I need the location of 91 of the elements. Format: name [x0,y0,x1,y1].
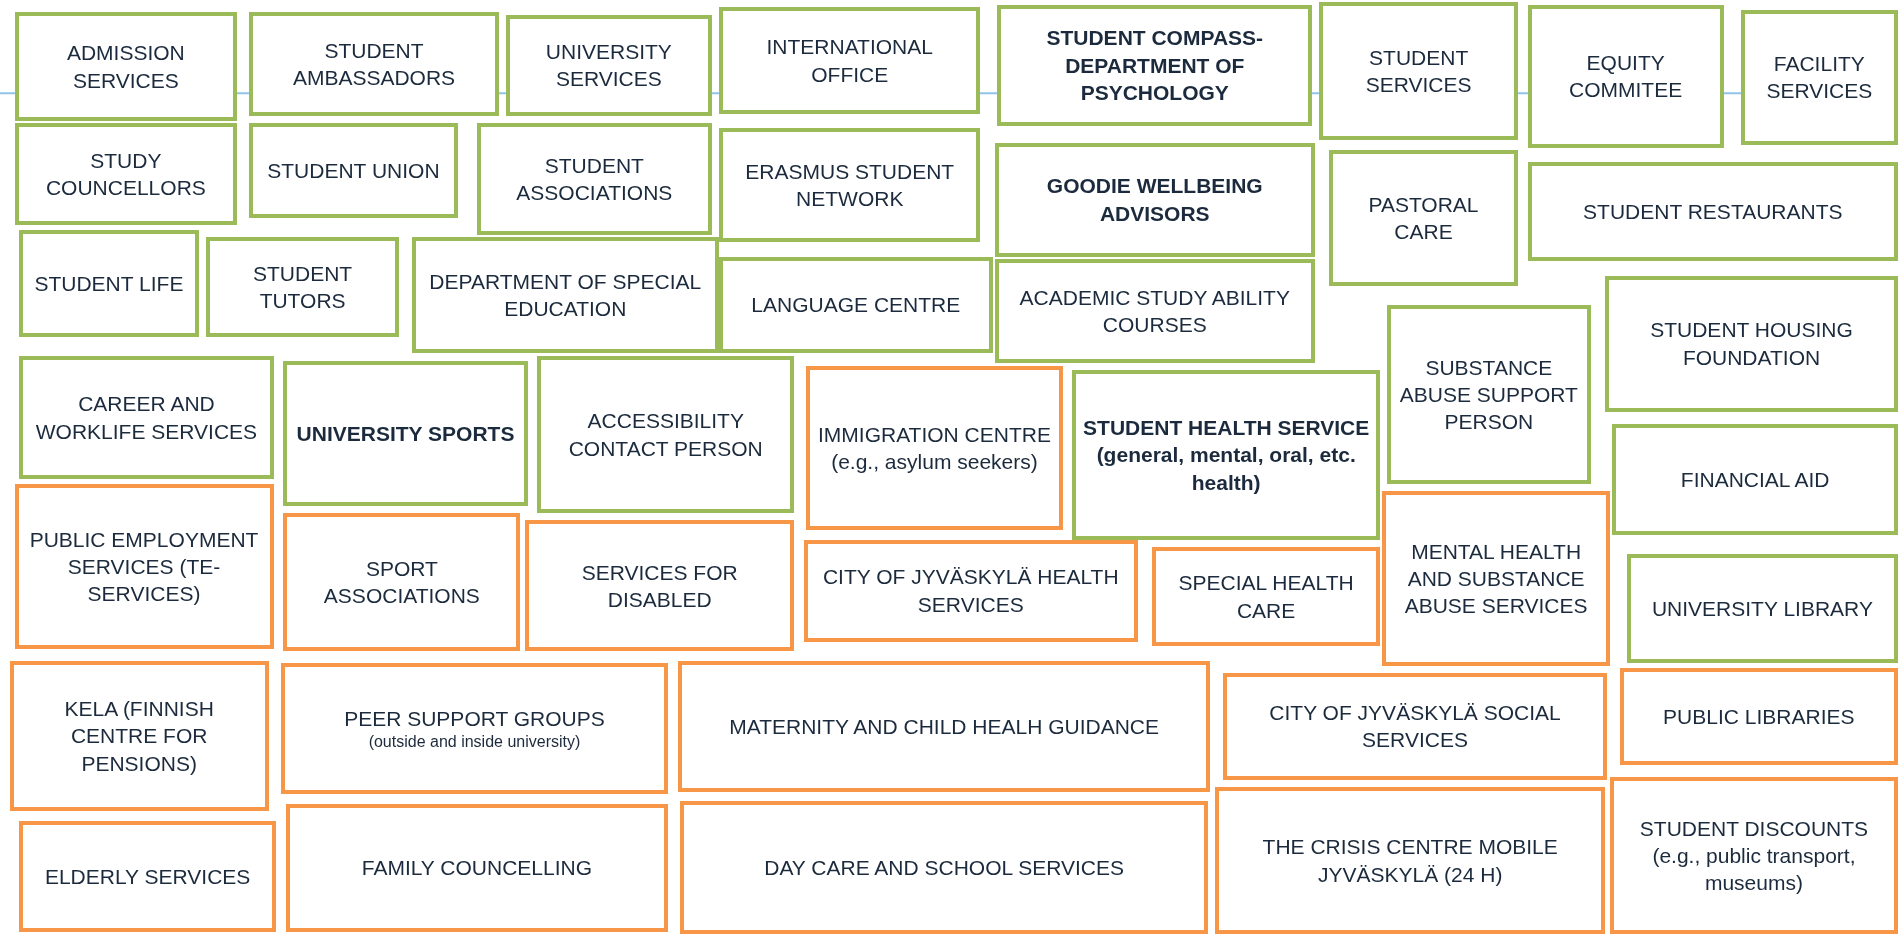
service-name: STUDENT COMPASS- DEPARTMENT OF PSYCHOLOGY [1045,25,1265,106]
service-name: STUDENT LIFE [34,270,184,297]
service-box [1619,668,1898,765]
service-box [1626,554,1898,664]
service-box [677,660,1211,792]
service-box [285,803,669,933]
service-name: STUDENT HEALTH SERVICE (general, mental, oral, etc. health) [1082,415,1370,496]
service-name: STUDENT AMBASSADORS [291,37,457,92]
service-box [280,663,669,795]
service-box [1329,150,1518,286]
service-name: KELA (FINNISH CENTRE FOR PENSIONS) [63,696,215,777]
service-name: EQUITY COMMITEE [1568,49,1684,104]
service-box [537,355,795,514]
service-box [1527,4,1724,148]
service-box [1612,423,1898,535]
service-name: PUBLIC EMPLOYMENT SERVICES (TE-SERVICES) [28,526,260,608]
service-name: IMMIGRATION CENTRE (e.g., asylum seekers) [817,421,1052,475]
service-box [995,142,1315,257]
service-box [283,513,521,652]
service-name: FAMILY COUNCELLING [361,855,593,882]
service-name: MATERNITY AND CHILD HEALH GUIDANCE [729,713,1160,740]
service-name: LANGUAGE CENTRE [751,292,961,319]
service-name: STUDY COUNCELLORS [44,148,207,202]
service-name: SPORT ASSOCIATIONS [322,555,481,610]
service-box [719,256,993,354]
service-name: ADMISSION SERVICES [65,40,186,94]
service-name: ERASMUS STUDENT NETWORK [744,158,956,213]
service-box [1387,305,1591,485]
service-name: MENTAL HEALTH AND SUBSTANCE ABUSE SERVICES [1403,538,1589,620]
service-name: CAREER AND WORKLIFE SERVICES [34,391,259,445]
service-name: GOODIE WELLBEING ADVISORS [1045,173,1264,227]
service-name: ELDERLY SERVICES [44,863,251,890]
service-name: UNIVERSITY LIBRARY [1651,596,1873,623]
service-box [14,123,238,226]
service-box [9,660,269,811]
service-box [1319,2,1518,141]
service-box [476,123,712,235]
service-box [14,484,274,649]
service-box [1072,370,1380,540]
service-box [719,7,981,114]
service-box [1605,276,1898,412]
service-name: DEPARTMENT OF SPECIAL EDUCATION [428,269,703,323]
service-name: STUDENT SERVICES [1364,45,1473,99]
service-box [803,539,1138,642]
service-name: CITY OF JYVÄSKYLÄ HEALTH SERVICES [821,564,1120,618]
service-box [505,14,712,117]
service-box [249,12,499,117]
service-name: INTERNATIONAL OFFICE [765,34,934,88]
service-name: STUDENT RESTAURANTS [1583,199,1843,226]
service-name: ACADEMIC STUDY ABILITY COURSES [1018,284,1291,339]
service-box [205,237,400,337]
service-box [14,12,238,122]
service-name: STUDENT ASSOCIATIONS [515,152,674,207]
service-name: UNIVERSITY SERVICES [544,39,673,93]
service-box [995,259,1315,364]
service-name: PUBLIC LIBRARIES [1663,703,1855,730]
service-box [1527,162,1898,262]
service-name: PEER SUPPORT GROUPS [344,705,605,732]
service-name: THE CRISIS CENTRE MOBILE JYVÄSKYLÄ (24 H) [1261,834,1559,888]
service-box [19,230,199,337]
service-note: (outside and inside university) [368,731,581,752]
service-name: CITY OF JYVÄSKYLÄ SOCIAL SERVICES [1268,699,1562,754]
service-box [1222,673,1608,780]
service-box [997,4,1313,126]
service-box [249,123,458,218]
service-name: FINANCIAL AID [1680,466,1830,493]
service-box [1382,491,1610,666]
service-box [283,360,528,506]
service-box [1609,777,1898,935]
service-name: STUDENT DISCOUNTS (e.g., public transport, museums) [1638,815,1870,897]
service-box [1215,786,1606,935]
service-name: SUBSTANCE ABUSE SUPPORT PERSON [1398,354,1579,436]
service-name: FACILITY SERVICES [1765,51,1874,105]
service-name: DAY CARE AND SCHOOL SERVICES [764,855,1125,882]
service-name: PASTORAL CARE [1367,191,1480,245]
service-name: ACCESSIBILITY CONTACT PERSON [567,408,764,462]
service-box [1740,9,1898,146]
service-box [680,801,1208,935]
service-name: STUDENT TUTORS [252,260,354,314]
service-box [411,237,719,354]
service-box [19,820,276,933]
service-box [19,355,274,480]
service-name: SPECIAL HEALTH CARE [1177,570,1355,624]
service-box [806,365,1063,531]
service-box [525,520,795,652]
service-name: STUDENT UNION [267,158,440,184]
service-box [1152,547,1380,647]
service-name: STUDENT HOUSING FOUNDATION [1649,317,1854,371]
service-name: UNIVERSITY SPORTS [296,420,515,447]
service-name: SERVICES FOR DISABLED [580,559,739,613]
service-box [719,128,981,243]
